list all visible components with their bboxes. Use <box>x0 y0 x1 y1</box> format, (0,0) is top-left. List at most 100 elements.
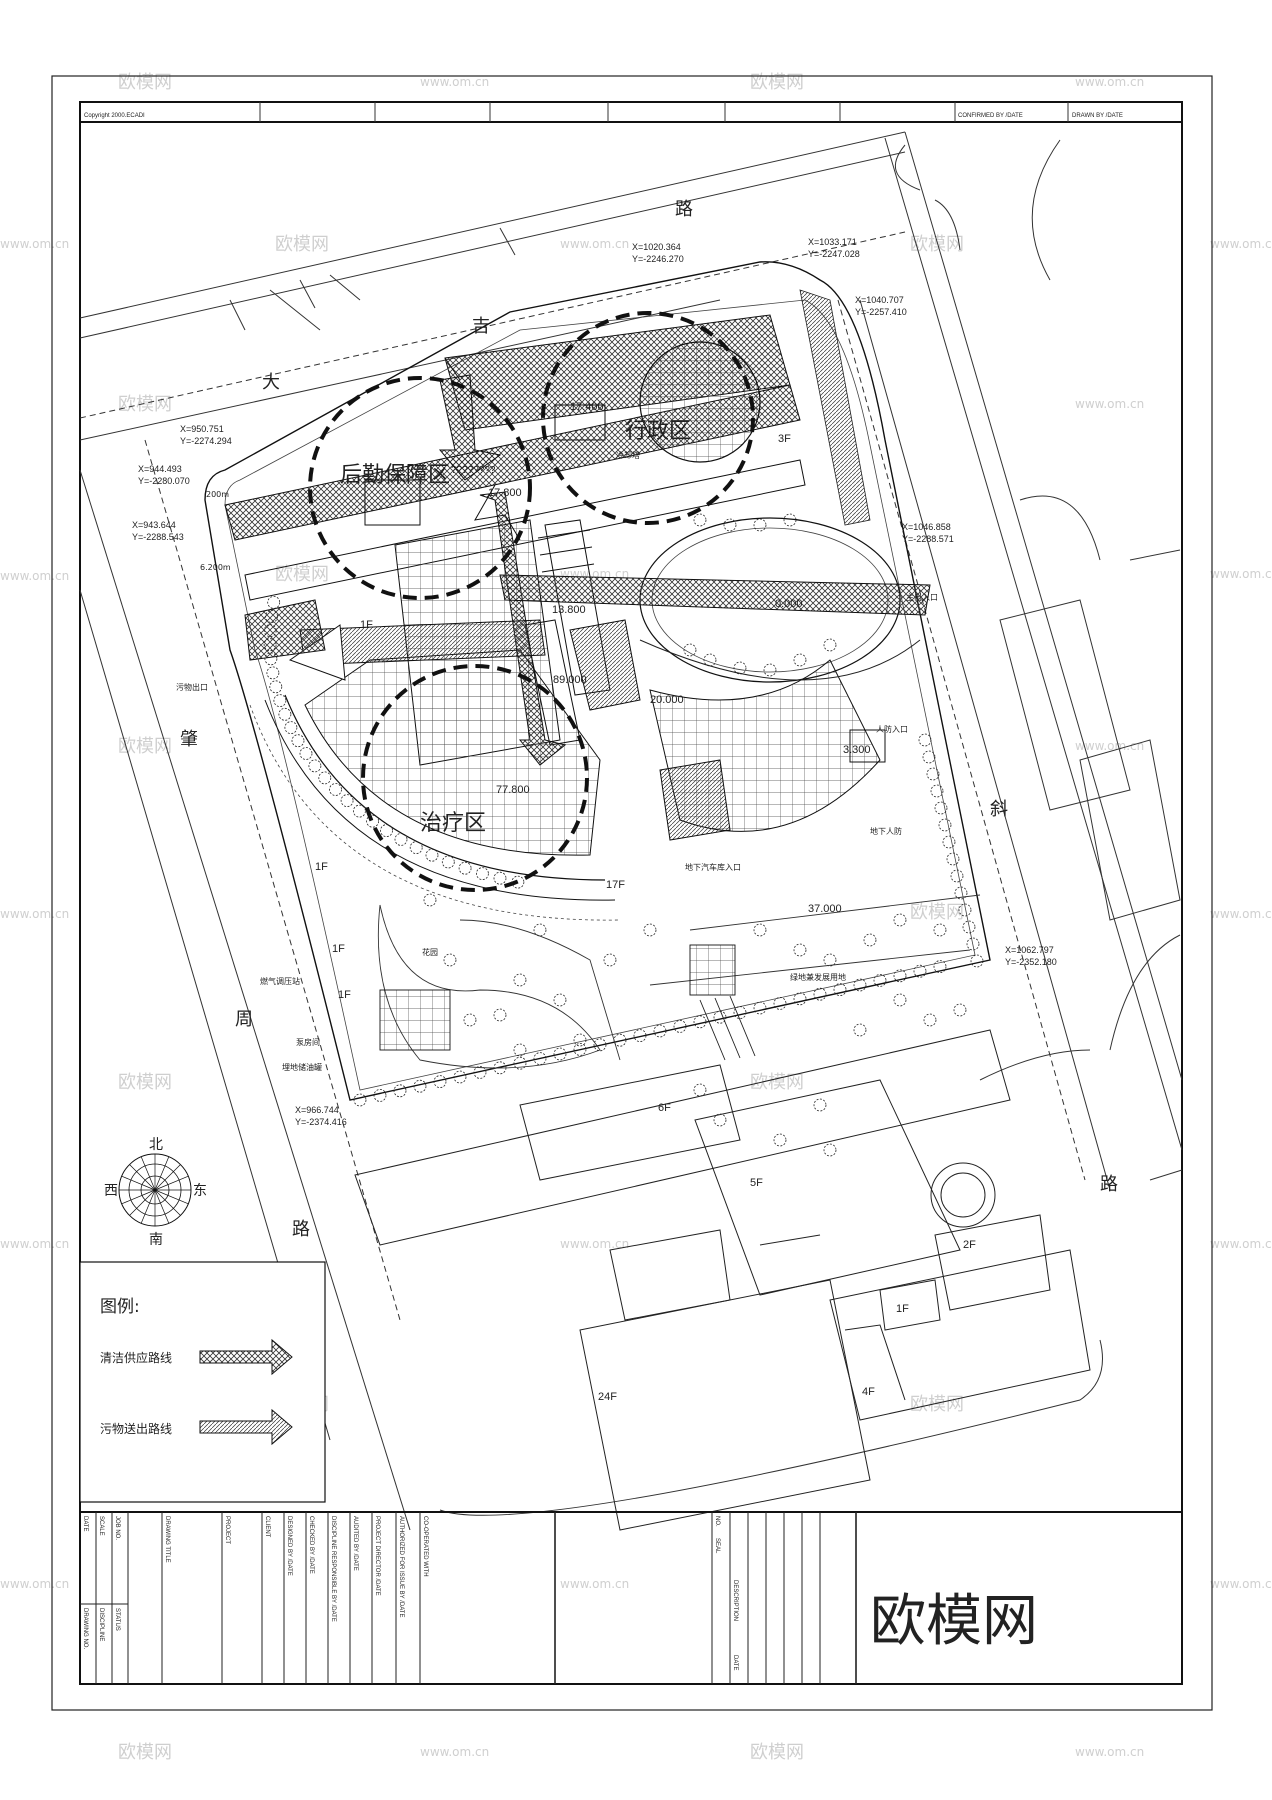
watermark-logo: 欧模网 <box>750 72 804 93</box>
coord-y: Y=-2257.410 <box>855 307 907 317</box>
road-network <box>79 131 1183 1531</box>
tree-icon <box>958 903 972 917</box>
tree-icon <box>853 978 867 992</box>
building-label: 1F <box>338 989 351 1001</box>
tree-icon <box>366 814 380 828</box>
tree-icon <box>962 920 976 934</box>
tree-icon <box>340 794 354 807</box>
tree-icon <box>458 861 472 875</box>
title-field: SCALE <box>98 1516 104 1536</box>
tree-icon <box>946 852 960 866</box>
tree-icon <box>441 855 455 869</box>
building-label: 5F <box>750 1177 763 1189</box>
zone-circle-public <box>361 664 589 892</box>
tree-icon <box>953 1003 967 1017</box>
brand-logo-text: 欧模网 <box>870 1589 1038 1654</box>
revision-field: SEAL <box>714 1538 720 1554</box>
road-label-west: 路 <box>292 1219 310 1240</box>
compass-spoke <box>129 1189 156 1216</box>
tree-icon <box>603 953 617 967</box>
road-north-edge <box>79 131 906 319</box>
zone-circles <box>308 311 755 892</box>
elevation-mark: 37.000 <box>808 903 842 915</box>
tree-icon <box>823 953 837 967</box>
watermark-logo: 欧模网 <box>118 1742 172 1763</box>
legend-panel: 图例: 清洁供应路线 污物送出路线 <box>79 1261 326 1503</box>
tree-icon <box>783 513 797 527</box>
watermark-url: www.om.cn <box>560 1237 629 1251</box>
tree-icon <box>723 518 737 532</box>
site-boundary <box>204 261 991 1101</box>
watermark-url: www.om.cn <box>1075 1745 1144 1759</box>
watermark-url: www.om.cn <box>560 237 629 251</box>
tree-icon <box>267 596 281 609</box>
tree-icon <box>643 923 657 937</box>
tree-icon <box>393 1084 407 1098</box>
floor-mark: 1F <box>360 619 373 631</box>
tree-icon <box>813 1098 827 1112</box>
tree-icon <box>966 937 980 951</box>
tree-icon <box>853 1023 867 1037</box>
tree-icon <box>533 1052 547 1065</box>
tree-icon <box>673 1020 687 1033</box>
tree-icon <box>713 1113 727 1127</box>
watermark-url: www.om.cn <box>1210 907 1272 921</box>
tree-icon <box>308 759 322 773</box>
underground-civil-defense-label: 地下人防 <box>870 826 902 836</box>
title-field: AUTHORIZED FOR ISSUE BY /DATE <box>398 1516 404 1617</box>
watermark-logo: 欧模网 <box>275 564 329 585</box>
tree-icon <box>352 804 366 818</box>
tree-icon <box>753 923 767 937</box>
coord-y: Y=-2246.270 <box>632 254 684 264</box>
watermark-url: www.om.cn <box>1210 1577 1272 1591</box>
coordinate-labels: X=1020.364 Y=-2246.270 X=1033.171 Y=-224… <box>132 237 1057 1127</box>
coord-x: X=1040.707 <box>855 295 904 305</box>
tree-icon <box>425 848 439 862</box>
tree-icon <box>773 1133 787 1147</box>
tree-icon <box>513 1056 527 1070</box>
outer-sheet-border <box>51 75 1213 1711</box>
inner-sheet-border <box>79 101 1183 1685</box>
tree-icon <box>513 973 527 987</box>
tree-icon <box>823 638 837 652</box>
watermark-url: www.om.cn <box>1075 397 1144 411</box>
waste-route-arrow-icon <box>199 1408 293 1446</box>
compass-west: 西 <box>104 1183 118 1199</box>
oil-tank-label: 埋地储油罐 <box>282 1062 322 1072</box>
elevation-mark: 89.000 <box>553 674 587 686</box>
lower-entrance-label: 地下汽车库入口 <box>685 862 741 872</box>
confirmed-by-label: CONFIRMED BY /DATE <box>958 113 1023 119</box>
tree-icon <box>553 993 567 1007</box>
tree-icon <box>513 1043 527 1057</box>
tree-icon <box>942 835 956 849</box>
title-bottom-field: DISCIPLINE <box>98 1608 104 1641</box>
tree-icon <box>713 1010 727 1024</box>
watermark-logo: 欧模网 <box>910 234 964 255</box>
tree-icon <box>433 1075 447 1088</box>
watermark-url: www.om.cn <box>420 75 489 89</box>
tree-icon <box>533 923 547 937</box>
watermark-url: www.om.cn <box>420 1745 489 1759</box>
tree-icon <box>893 993 907 1007</box>
compass-spoke <box>154 1189 170 1224</box>
tree-icon <box>373 1089 387 1102</box>
title-field: DESIGNED BY /DATE <box>286 1516 292 1576</box>
watermark-url: www.om.cn <box>1075 739 1144 753</box>
road-north-centerline <box>79 231 906 419</box>
tree-icon <box>329 783 342 796</box>
pump-room-label: 泵房间 <box>296 1037 320 1047</box>
elevation-mark: 20.000 <box>650 694 684 706</box>
tree-icon <box>493 871 507 885</box>
coord-y: Y=-2247.028 <box>808 249 860 259</box>
road-east-centerline <box>837 299 1086 1181</box>
tree-icon <box>266 666 280 680</box>
tree-icon <box>930 784 944 798</box>
tree-icon <box>753 518 767 532</box>
elevation-mark: 77.800 <box>496 784 530 796</box>
tree-icon <box>443 953 457 967</box>
coord-y: Y=-2274.294 <box>180 436 232 446</box>
tree-icon <box>733 661 747 675</box>
tree-icon <box>453 1070 467 1084</box>
compass-spoke <box>154 1164 181 1191</box>
